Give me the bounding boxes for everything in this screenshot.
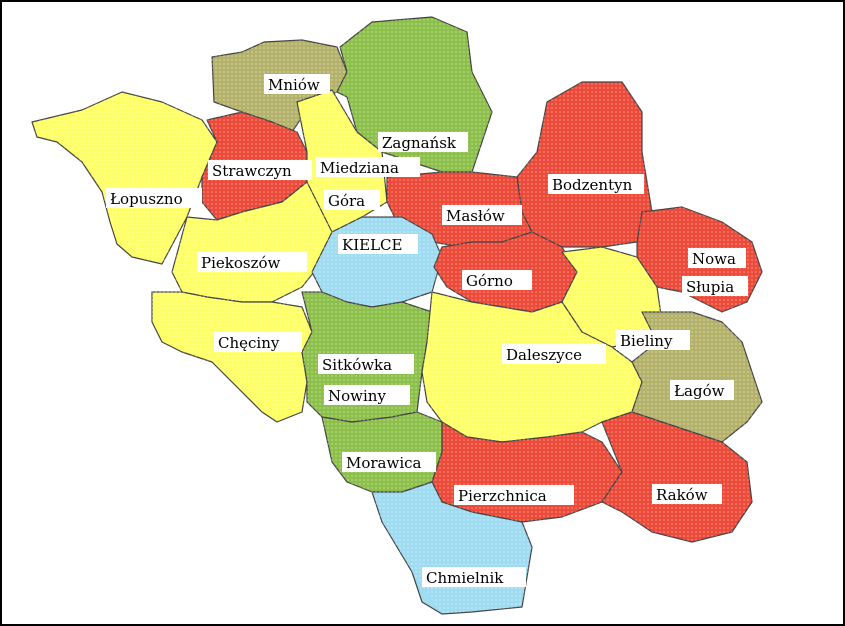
label-maslow: Masłów	[442, 205, 522, 225]
svg-text:Łopuszno: Łopuszno	[110, 190, 183, 208]
label-strawczyn: Strawczyn	[208, 160, 312, 180]
label-lagow: Łagów	[670, 380, 734, 400]
label-chmielnik: Chmielnik	[422, 567, 526, 587]
label-lopuszno: Łopuszno	[106, 188, 202, 208]
svg-text:Góra: Góra	[328, 192, 365, 210]
svg-text:Masłów: Masłów	[446, 207, 505, 225]
label-pierzchnica: Pierzchnica	[454, 485, 574, 505]
label-rakow: Raków	[652, 484, 722, 504]
label-gorno: Górno	[462, 270, 532, 290]
label-nowa-slupia: Nowa Słupia	[682, 248, 748, 296]
svg-text:Górno: Górno	[466, 272, 513, 290]
svg-text:Chmielnik: Chmielnik	[426, 569, 504, 587]
label-bodzentyn: Bodzentyn	[548, 174, 644, 194]
label-sitkowka-nowiny: Sitkówka Nowiny	[318, 354, 414, 405]
label-mniow: Mniów	[264, 74, 330, 94]
svg-text:Miedziana: Miedziana	[320, 159, 399, 177]
svg-text:Daleszyce: Daleszyce	[506, 346, 582, 364]
label-daleszyce: Daleszyce	[502, 344, 606, 364]
label-kielce: KIELCE	[338, 234, 418, 254]
svg-text:Bodzentyn: Bodzentyn	[552, 176, 633, 194]
svg-text:Raków: Raków	[656, 486, 708, 504]
svg-text:Łagów: Łagów	[674, 382, 725, 400]
label-morawica: Morawica	[342, 452, 436, 472]
svg-text:KIELCE: KIELCE	[342, 236, 402, 254]
label-piekoszow: Piekoszów	[197, 252, 307, 272]
label-zagnansk: Zagnańsk	[378, 132, 468, 152]
svg-text:Morawica: Morawica	[346, 454, 422, 472]
svg-text:Piekoszów: Piekoszów	[201, 254, 281, 272]
svg-text:Strawczyn: Strawczyn	[212, 162, 292, 180]
svg-text:Nowa: Nowa	[692, 250, 736, 268]
svg-text:Pierzchnica: Pierzchnica	[458, 487, 547, 505]
region-bodzentyn[interactable]	[516, 81, 653, 248]
label-bieliny: Bieliny	[616, 330, 690, 350]
svg-text:Słupia: Słupia	[686, 278, 734, 296]
svg-text:Mniów: Mniów	[268, 76, 320, 94]
svg-text:Sitkówka: Sitkówka	[322, 356, 392, 374]
label-checiny: Chęciny	[214, 332, 302, 352]
label-miedziana-gora: Miedziana Góra	[316, 157, 420, 210]
svg-text:Chęciny: Chęciny	[218, 334, 280, 352]
svg-text:Nowiny: Nowiny	[328, 387, 386, 405]
svg-text:Zagnańsk: Zagnańsk	[382, 134, 457, 152]
svg-text:Bieliny: Bieliny	[620, 332, 673, 350]
region-checiny[interactable]	[151, 291, 313, 423]
